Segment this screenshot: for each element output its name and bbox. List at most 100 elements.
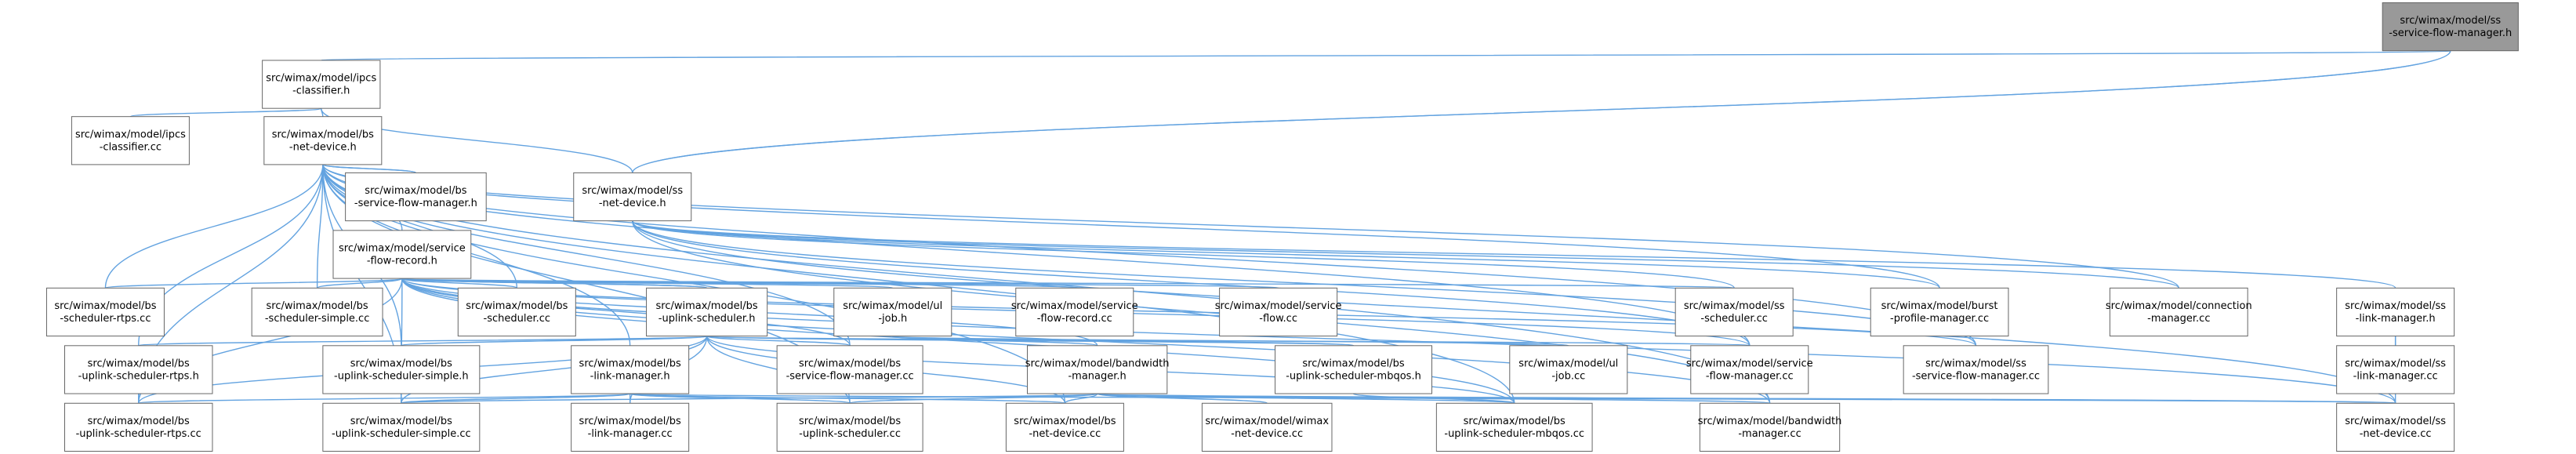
node-sss_cc[interactable]: src/wimax/model/ss-scheduler.cc (1674, 287, 1794, 337)
node-box (1674, 287, 1794, 337)
node-box (1903, 345, 2049, 394)
node-label-line: src/wimax/model/ss (1684, 300, 1785, 312)
node-label-line: -net-device.cc (1029, 428, 1101, 440)
edge-bwm_h-to-bsuss_cc (401, 386, 1101, 404)
node-box (776, 402, 923, 452)
node-label-line: src/wimax/model/ss (2400, 15, 2501, 27)
node-label-line: -link-manager.cc (2353, 370, 2438, 382)
node-ulj_cc[interactable]: src/wimax/model/ul-job.cc (1509, 345, 1628, 394)
node-sssfm_cc[interactable]: src/wimax/model/ss-service-flow-manager.… (1903, 345, 2049, 394)
node-label-line: src/wimax/model/ss (582, 185, 683, 197)
edge-sfr_h-to-sss_cc (397, 271, 1735, 289)
node-cm_cc[interactable]: src/wimax/model/connection-manager.cc (2106, 287, 2252, 337)
node-label-line: -net-device.cc (2360, 428, 2432, 440)
node-label-line: src/wimax/model/bs (1014, 416, 1116, 427)
node-bsuss_cc[interactable]: src/wimax/model/bs-uplink-scheduler-simp… (322, 402, 481, 452)
node-ssnd_cc[interactable]: src/wimax/model/ss-net-device.cc (2336, 402, 2455, 452)
node-bsnd_h[interactable]: src/wimax/model/bs-net-device.h (263, 116, 383, 165)
node-label-line: -job.h (878, 313, 907, 325)
node-label-line: src/wimax/model/bs (1302, 358, 1404, 369)
node-label-line: src/wimax/model/bs (799, 416, 901, 427)
node-label-line: -scheduler-simple.cc (265, 313, 370, 325)
node-label-line: -scheduler.cc (1700, 313, 1768, 325)
edge-ssnd_h-to-bpm_cc (629, 213, 1940, 289)
edge-bsnd_h-to-bslm_h (319, 157, 631, 346)
node-label-line: src/wimax/model/bs (656, 300, 758, 312)
node-box (322, 345, 481, 394)
node-bslm_h[interactable]: src/wimax/model/bs-link-manager.h (571, 345, 690, 394)
node-sslm_cc[interactable]: src/wimax/model/ss-link-manager.cc (2336, 345, 2455, 394)
node-sfr_cc[interactable]: src/wimax/model/service-flow-record.cc (1011, 287, 1138, 337)
node-bsusr_cc[interactable]: src/wimax/model/bs-uplink-scheduler-rtps… (63, 402, 213, 452)
node-box (63, 402, 213, 452)
node-bwm_h[interactable]: src/wimax/model/bandwidth-manager.h (1025, 345, 1170, 394)
node-label-line: src/wimax/model/ipcs (75, 129, 186, 140)
node-sslm_h[interactable]: src/wimax/model/ss-link-manager.h (2336, 287, 2455, 337)
node-label-line: src/wimax/model/service (339, 242, 466, 254)
node-label-line: -link-manager.cc (588, 428, 673, 440)
node-box (332, 230, 472, 279)
node-box (63, 345, 213, 394)
node-label-line: src/wimax/model/bs (272, 129, 374, 140)
node-bsus_h[interactable]: src/wimax/model/bs-uplink-scheduler.h (646, 287, 768, 337)
node-label-line: src/wimax/model/ss (2345, 416, 2446, 427)
node-bpm_cc[interactable]: src/wimax/model/burst-profile-manager.cc (1870, 287, 2009, 337)
node-label-line: src/wimax/model/connection (2106, 300, 2252, 312)
edge-ssnd_h-to-cm_cc (629, 213, 2180, 289)
node-sfr_h[interactable]: src/wimax/model/service-flow-record.h (332, 230, 472, 279)
node-ipcs_cc[interactable]: src/wimax/model/ipcs-classifier.cc (71, 116, 190, 165)
node-box (1015, 287, 1134, 337)
node-box (1219, 287, 1338, 337)
node-box (457, 287, 576, 337)
node-label-line: -manager.cc (1738, 428, 1801, 440)
node-label-line: src/wimax/model/ipcs (266, 73, 376, 85)
node-box (2109, 287, 2248, 337)
edge-sfr_h-to-bss_cc (398, 271, 518, 289)
node-label-line: -uplink-scheduler.h (659, 313, 756, 325)
node-label-line: -job.cc (1551, 370, 1585, 382)
node-box (1201, 402, 1333, 452)
node-bwm_cc[interactable]: src/wimax/model/bandwidth-manager.cc (1698, 402, 1842, 452)
node-label-line: src/wimax/model/ul (1518, 358, 1618, 369)
node-box (322, 402, 481, 452)
edge-bsnd_h-to-bpm_cc (319, 157, 1940, 289)
node-sf_cc[interactable]: src/wimax/model/service-flow.cc (1215, 287, 1342, 337)
node-bsuss_h[interactable]: src/wimax/model/bs-uplink-scheduler-simp… (322, 345, 481, 394)
node-label-line: src/wimax/model/bandwidth (1025, 358, 1170, 369)
node-sfm_cc[interactable]: src/wimax/model/service-flow-manager.cc (1686, 345, 1813, 394)
node-bsss_cc[interactable]: src/wimax/model/bs-scheduler-simple.cc (251, 287, 383, 337)
node-label-line: src/wimax/model/bs (579, 416, 681, 427)
node-bssr_cc[interactable]: src/wimax/model/bs-scheduler-rtps.cc (45, 287, 165, 337)
node-label-line: -profile-manager.cc (1890, 313, 1989, 325)
node-label-line: -uplink-scheduler-rtps.h (78, 370, 199, 382)
edge-bsnd_h-to-bsss_cc (316, 157, 326, 289)
node-label-line: -service-flow-manager.cc (1912, 370, 2040, 382)
node-label-line: src/wimax/model/bs (267, 300, 368, 312)
node-box (71, 116, 190, 165)
node-ssnd_h[interactable]: src/wimax/model/ss-net-device.h (573, 172, 692, 222)
edge-bsnd_h-to-bssr_cc (104, 157, 326, 289)
node-wnd_cc[interactable]: src/wimax/model/wimax-net-device.cc (1201, 402, 1333, 452)
node-box (345, 172, 487, 222)
node-sfm_h: src/wimax/model/ss-service-flow-manager.… (2382, 2, 2519, 52)
node-bsusm_h[interactable]: src/wimax/model/bs-uplink-scheduler-mbqo… (1275, 345, 1433, 394)
node-ulj_h[interactable]: src/wimax/model/ul-job.h (833, 287, 952, 337)
edge-bslm_h-to-bsuss_cc (401, 386, 634, 404)
node-label-line: src/wimax/model/ss (1925, 358, 2026, 369)
node-label-line: src/wimax/model/ul (843, 300, 942, 312)
node-bssfm_cc[interactable]: src/wimax/model/bs-service-flow-manager.… (776, 345, 923, 394)
node-bsnd_cc[interactable]: src/wimax/model/bs-net-device.cc (1005, 402, 1124, 452)
edge-ssnd_h-to-sslm_h (629, 213, 2396, 289)
node-bsus_cc[interactable]: src/wimax/model/bs-uplink-scheduler.cc (776, 402, 923, 452)
node-bssfm_h[interactable]: src/wimax/model/bs-service-flow-manager.… (345, 172, 487, 222)
node-bslm_cc[interactable]: src/wimax/model/bs-link-manager.cc (571, 402, 690, 452)
edge-bsusm_h-to-bsusm_cc (1350, 386, 1515, 404)
edge-bslm_h-to-bsnd_cc (626, 386, 1066, 404)
node-ipcs_h[interactable]: src/wimax/model/ipcs-classifier.h (262, 60, 381, 109)
node-label-line: src/wimax/model/bs (466, 300, 568, 312)
node-label-line: -link-manager.h (2356, 313, 2436, 325)
node-bss_cc[interactable]: src/wimax/model/bs-scheduler.cc (457, 287, 576, 337)
node-bsusm_cc[interactable]: src/wimax/model/bs-uplink-scheduler-mbqo… (1435, 402, 1593, 452)
node-bsusr_h[interactable]: src/wimax/model/bs-uplink-scheduler-rtps… (63, 345, 213, 394)
